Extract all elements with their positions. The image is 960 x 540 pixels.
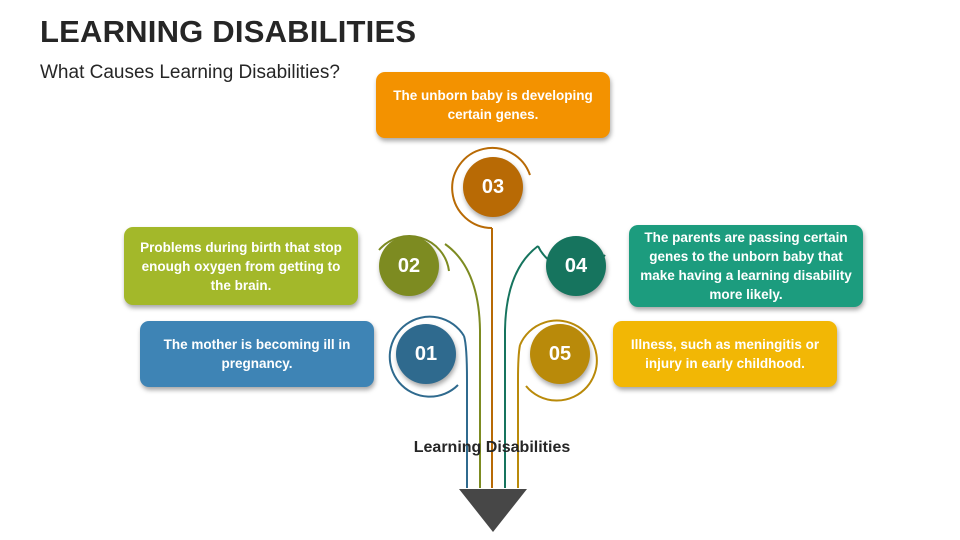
cause-text-03: The unborn baby is developing certain ge… bbox=[393, 88, 593, 122]
ring-arc-03 bbox=[451, 147, 531, 229]
cause-text-01: The mother is becoming ill in pregnancy. bbox=[163, 337, 351, 371]
cause-text-02: Problems during birth that stop enough o… bbox=[140, 239, 342, 293]
ring-arc-01 bbox=[388, 315, 465, 398]
cause-box-02: Problems during birth that stop enough o… bbox=[124, 227, 358, 305]
stem-02 bbox=[444, 243, 481, 488]
cause-box-03: The unborn baby is developing certain ge… bbox=[376, 72, 610, 138]
ring-arc-05 bbox=[519, 319, 598, 402]
stem-01 bbox=[463, 335, 468, 488]
number-circle-04: 04 bbox=[546, 236, 606, 296]
arrow-head bbox=[459, 489, 527, 532]
cause-text-04: The parents are passing certain genes to… bbox=[640, 230, 852, 302]
slide-subtitle: What Causes Learning Disabilities? bbox=[40, 62, 340, 83]
number-circle-05: 05 bbox=[530, 324, 590, 384]
slide-title: LEARNING DISABILITIES bbox=[40, 14, 417, 49]
cause-text-05: Illness, such as meningitis or injury in… bbox=[630, 337, 820, 371]
center-label: Learning Disabilities bbox=[413, 439, 571, 456]
number-circle-03: 03 bbox=[463, 157, 523, 217]
number-circle-02: 02 bbox=[379, 236, 439, 296]
cause-box-05: Illness, such as meningitis or injury in… bbox=[613, 321, 837, 387]
cause-box-01: The mother is becoming ill in pregnancy. bbox=[140, 321, 374, 387]
stem-04 bbox=[504, 245, 539, 488]
stem-05 bbox=[517, 344, 521, 488]
number-circle-01: 01 bbox=[396, 324, 456, 384]
cause-box-04: The parents are passing certain genes to… bbox=[629, 225, 863, 307]
